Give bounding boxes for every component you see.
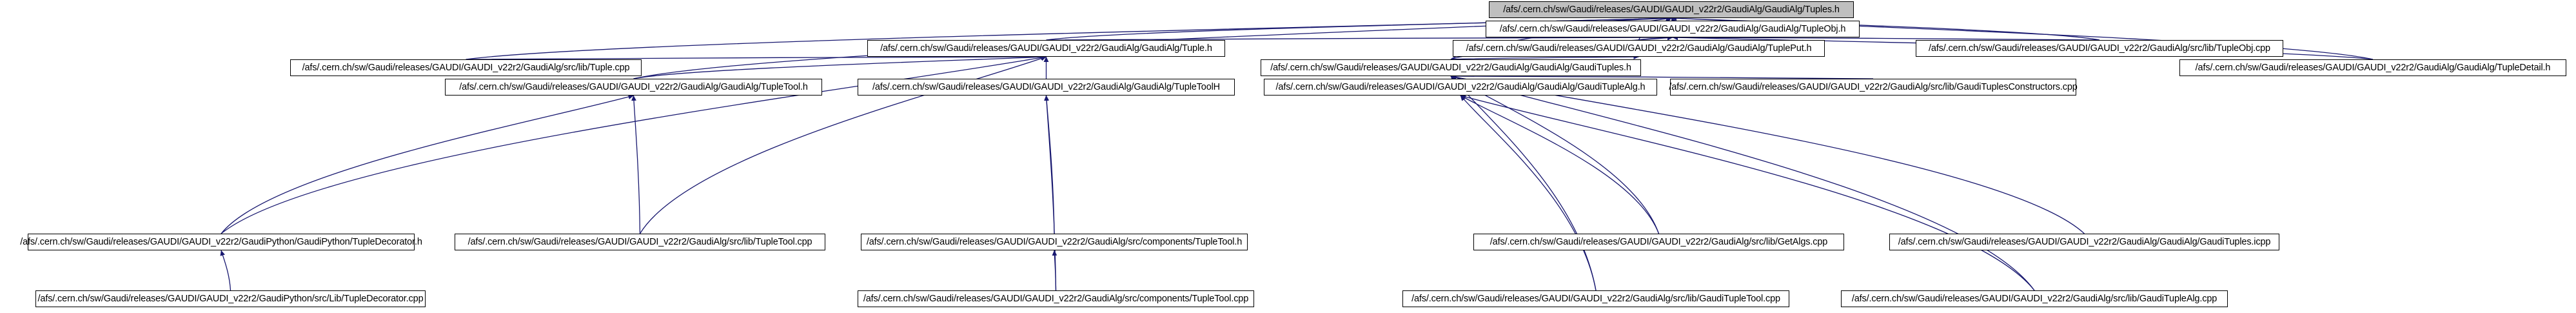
graph-node[interactable]: /afs/.cern.ch/sw/Gaudi/releases/GAUDI/GA… [861, 234, 1248, 250]
graph-node[interactable]: /afs/.cern.ch/sw/Gaudi/releases/GAUDI/GA… [858, 79, 1235, 96]
graph-node[interactable]: /afs/.cern.ch/sw/Gaudi/releases/GAUDI/GA… [1261, 59, 1641, 76]
graph-node[interactable]: /afs/.cern.ch/sw/Gaudi/releases/GAUDI/GA… [858, 290, 1254, 307]
graph-node[interactable]: /afs/.cern.ch/sw/Gaudi/releases/GAUDI/GA… [1916, 40, 2283, 57]
graph-node[interactable]: /afs/.cern.ch/sw/Gaudi/releases/GAUDI/GA… [1841, 290, 2228, 307]
graph-node[interactable]: /afs/.cern.ch/sw/Gaudi/releases/GAUDI/GA… [1889, 234, 2279, 250]
graph-edge [1460, 95, 1660, 234]
graph-node[interactable]: /afs/.cern.ch/sw/Gaudi/releases/GAUDI/GA… [1402, 290, 1789, 307]
graph-edge [220, 250, 231, 291]
graph-node[interactable]: /afs/.cern.ch/sw/Gaudi/releases/GAUDI/GA… [20, 234, 422, 250]
graph-node[interactable]: /afs/.cern.ch/sw/Gaudi/releases/GAUDI/GA… [455, 234, 825, 250]
graph-node[interactable]: /afs/.cern.ch/sw/Gaudi/releases/GAUDI/GA… [1473, 234, 1844, 250]
graph-node[interactable]: /afs/.cern.ch/sw/Gaudi/releases/GAUDI/GA… [290, 59, 642, 76]
graph-node[interactable]: /afs/.cern.ch/sw/Gaudi/releases/GAUDI/GA… [1486, 21, 1860, 37]
graph-edge [1450, 76, 1597, 291]
graph-edge [1460, 95, 1597, 291]
graph-node[interactable]: /afs/.cern.ch/sw/Gaudi/releases/GAUDI/GA… [445, 79, 822, 96]
graph-edge [1044, 95, 1057, 291]
graph-edge [1450, 75, 2035, 291]
graph-node[interactable]: /afs/.cern.ch/sw/Gaudi/releases/GAUDI/GA… [35, 290, 426, 307]
graph-node[interactable]: /afs/.cern.ch/sw/Gaudi/releases/GAUDI/GA… [1453, 40, 1825, 57]
graph-node[interactable]: /afs/.cern.ch/sw/Gaudi/releases/GAUDI/GA… [2179, 59, 2566, 76]
graph-edge [1460, 94, 2035, 291]
graph-edge [631, 95, 641, 234]
graph-node[interactable]: /afs/.cern.ch/sw/Gaudi/releases/GAUDI/GA… [1264, 79, 1657, 96]
graph-edge [633, 54, 1047, 79]
graph-edge [1044, 95, 1055, 234]
graph-node-root[interactable]: /afs/.cern.ch/sw/Gaudi/releases/GAUDI/GA… [1489, 1, 1854, 18]
graph-node[interactable]: /afs/.cern.ch/sw/Gaudi/releases/GAUDI/GA… [867, 40, 1225, 57]
graph-node[interactable]: /afs/.cern.ch/sw/Gaudi/releases/GAUDI/GA… [1669, 79, 2078, 96]
graph-edge [1052, 250, 1057, 291]
graph-edge [1450, 76, 1660, 234]
graph-edge [221, 94, 634, 234]
graph-edge [1450, 74, 2085, 234]
